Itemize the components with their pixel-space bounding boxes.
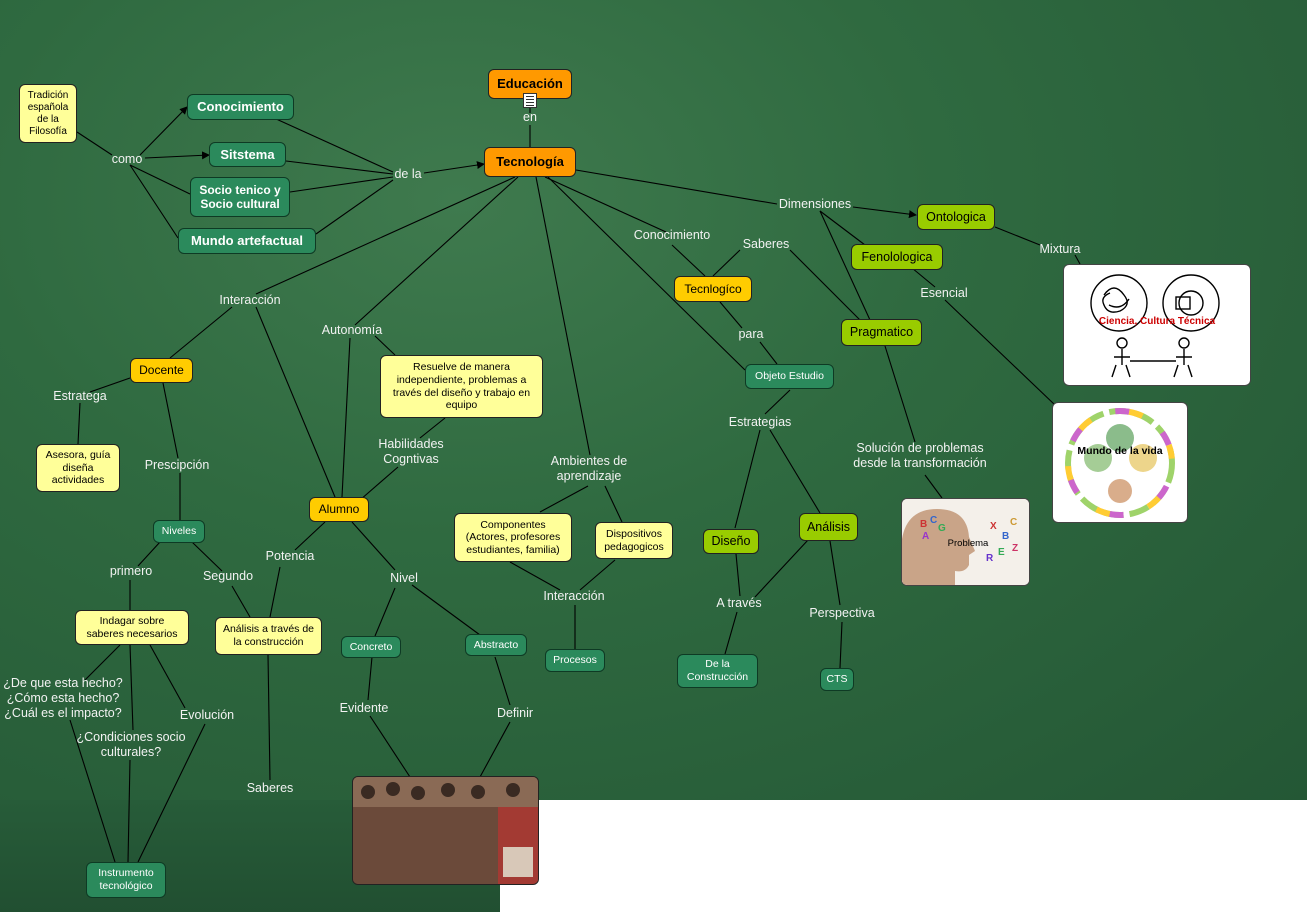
- node-tecnlogico[interactable]: Tecnlogíco: [674, 276, 752, 302]
- label-perspectiva: Perspectiva: [809, 606, 875, 620]
- node-mundo-artefactual[interactable]: Mundo artefactual: [178, 228, 316, 254]
- node-niveles[interactable]: Niveles: [153, 520, 205, 543]
- label-autonomia: Autonomía: [321, 323, 383, 337]
- mundo-vida-caption: Mundo de la vida: [1077, 445, 1162, 457]
- svg-text:B: B: [920, 519, 927, 530]
- label-saberes-bottom: Saberes: [246, 781, 294, 795]
- label-para: para: [738, 327, 764, 341]
- label-evolucion: Evolución: [179, 708, 235, 722]
- problema-caption: Problema: [948, 538, 989, 549]
- node-sitstema[interactable]: Sitstema: [209, 142, 286, 167]
- node-de-la-construccion[interactable]: De la Construcción: [677, 654, 758, 688]
- node-analisis-construccion[interactable]: Análisis a través de la construcción: [215, 617, 322, 655]
- svg-text:Z: Z: [1012, 543, 1018, 554]
- label-interaccion-2: Interacción: [543, 589, 605, 603]
- ciencia-caption: Ciencia, Cultura Técnica: [1099, 316, 1216, 327]
- node-tradicion[interactable]: Tradición española de la Filosofía: [19, 84, 77, 143]
- label-potencia: Potencia: [265, 549, 315, 563]
- label-segundo: Segundo: [202, 569, 254, 583]
- label-ambientes: Ambientes de aprendizaje: [550, 454, 628, 483]
- label-evidente: Evidente: [339, 701, 389, 715]
- label-condiciones: ¿Condiciones socio culturales?: [76, 730, 186, 759]
- label-estratega: Estratega: [53, 389, 107, 403]
- node-indagar[interactable]: Indagar sobre saberes necesarios: [75, 610, 189, 645]
- node-analisis[interactable]: Análisis: [799, 513, 858, 541]
- node-docente[interactable]: Docente: [130, 358, 193, 383]
- node-alumno[interactable]: Alumno: [309, 497, 369, 522]
- node-procesos[interactable]: Procesos: [545, 649, 605, 672]
- node-componentes[interactable]: Componentes (Actores, profesores estudia…: [454, 513, 572, 562]
- label-saberes: Saberes: [742, 237, 790, 251]
- node-concreto[interactable]: Concreto: [341, 636, 401, 658]
- label-conocimiento: Conocimiento: [633, 228, 711, 242]
- label-de-la: de la: [394, 167, 422, 181]
- node-asesora[interactable]: Asesora, guía diseña actividades: [36, 444, 120, 492]
- label-como: como: [111, 152, 143, 166]
- label-definir: Definir: [496, 706, 534, 720]
- node-diseno[interactable]: Diseño: [703, 529, 759, 554]
- label-prescipcion: Prescipción: [144, 458, 210, 472]
- svg-text:C: C: [1010, 517, 1017, 528]
- node-abstracto[interactable]: Abstracto: [465, 634, 527, 656]
- label-en: en: [523, 110, 537, 124]
- node-pragmatico[interactable]: Pragmatico: [841, 319, 922, 346]
- svg-text:C: C: [930, 515, 937, 526]
- node-dispositivos[interactable]: Dispositivos pedagogicos: [595, 522, 673, 559]
- label-estrategias: Estrategias: [728, 415, 792, 429]
- chalkboard-background: [0, 0, 1307, 800]
- node-conocimiento[interactable]: Conocimiento: [187, 94, 294, 120]
- label-interaccion: Interacción: [219, 293, 281, 307]
- tree-cycle-illustration: Mundo de la vida: [1065, 408, 1175, 518]
- node-tecnologia[interactable]: Tecnología: [484, 147, 576, 177]
- label-primero: primero: [109, 564, 153, 578]
- node-cts[interactable]: CTS: [820, 668, 854, 691]
- label-dimensiones: Dimensiones: [778, 197, 852, 211]
- image-mundo-de-la-vida[interactable]: Mundo de la vida: [1052, 402, 1188, 523]
- image-photo-collage[interactable]: [352, 776, 539, 885]
- label-a-traves: A través: [716, 596, 762, 610]
- node-instrumento[interactable]: Instrumento tecnológico: [86, 862, 166, 898]
- node-objeto-estudio[interactable]: Objeto Estudio: [745, 364, 834, 389]
- svg-text:R: R: [986, 553, 994, 564]
- svg-text:B: B: [1002, 531, 1009, 542]
- label-preguntas: ¿De que esta hecho? ¿Cómo esta hecho? ¿C…: [3, 676, 123, 720]
- node-ontologica[interactable]: Ontologica: [917, 204, 995, 230]
- people-thinking-illustration: Ciencia, Cultura Técnica: [1090, 274, 1220, 378]
- svg-text:E: E: [998, 547, 1005, 558]
- label-nivel: Nivel: [390, 571, 418, 585]
- document-icon[interactable]: [523, 93, 537, 108]
- node-resuelve[interactable]: Resuelve de manera independiente, proble…: [380, 355, 543, 418]
- svg-text:G: G: [938, 523, 946, 534]
- label-esencial: Esencial: [920, 286, 968, 300]
- svg-text:A: A: [922, 531, 929, 542]
- image-ciencia-cultura-tecnica[interactable]: Ciencia, Cultura Técnica: [1063, 264, 1251, 386]
- photo-collage-illustration: [353, 777, 538, 884]
- label-mixtura: Mixtura: [1039, 242, 1081, 256]
- node-fenolologica[interactable]: Fenolologica: [851, 244, 943, 270]
- node-socio[interactable]: Socio tenico y Socio cultural: [190, 177, 290, 217]
- label-solucion: Solución de problemas desde la transform…: [853, 441, 987, 470]
- label-habilidades: Habilidades Cogntivas: [378, 437, 444, 466]
- svg-text:X: X: [990, 521, 997, 532]
